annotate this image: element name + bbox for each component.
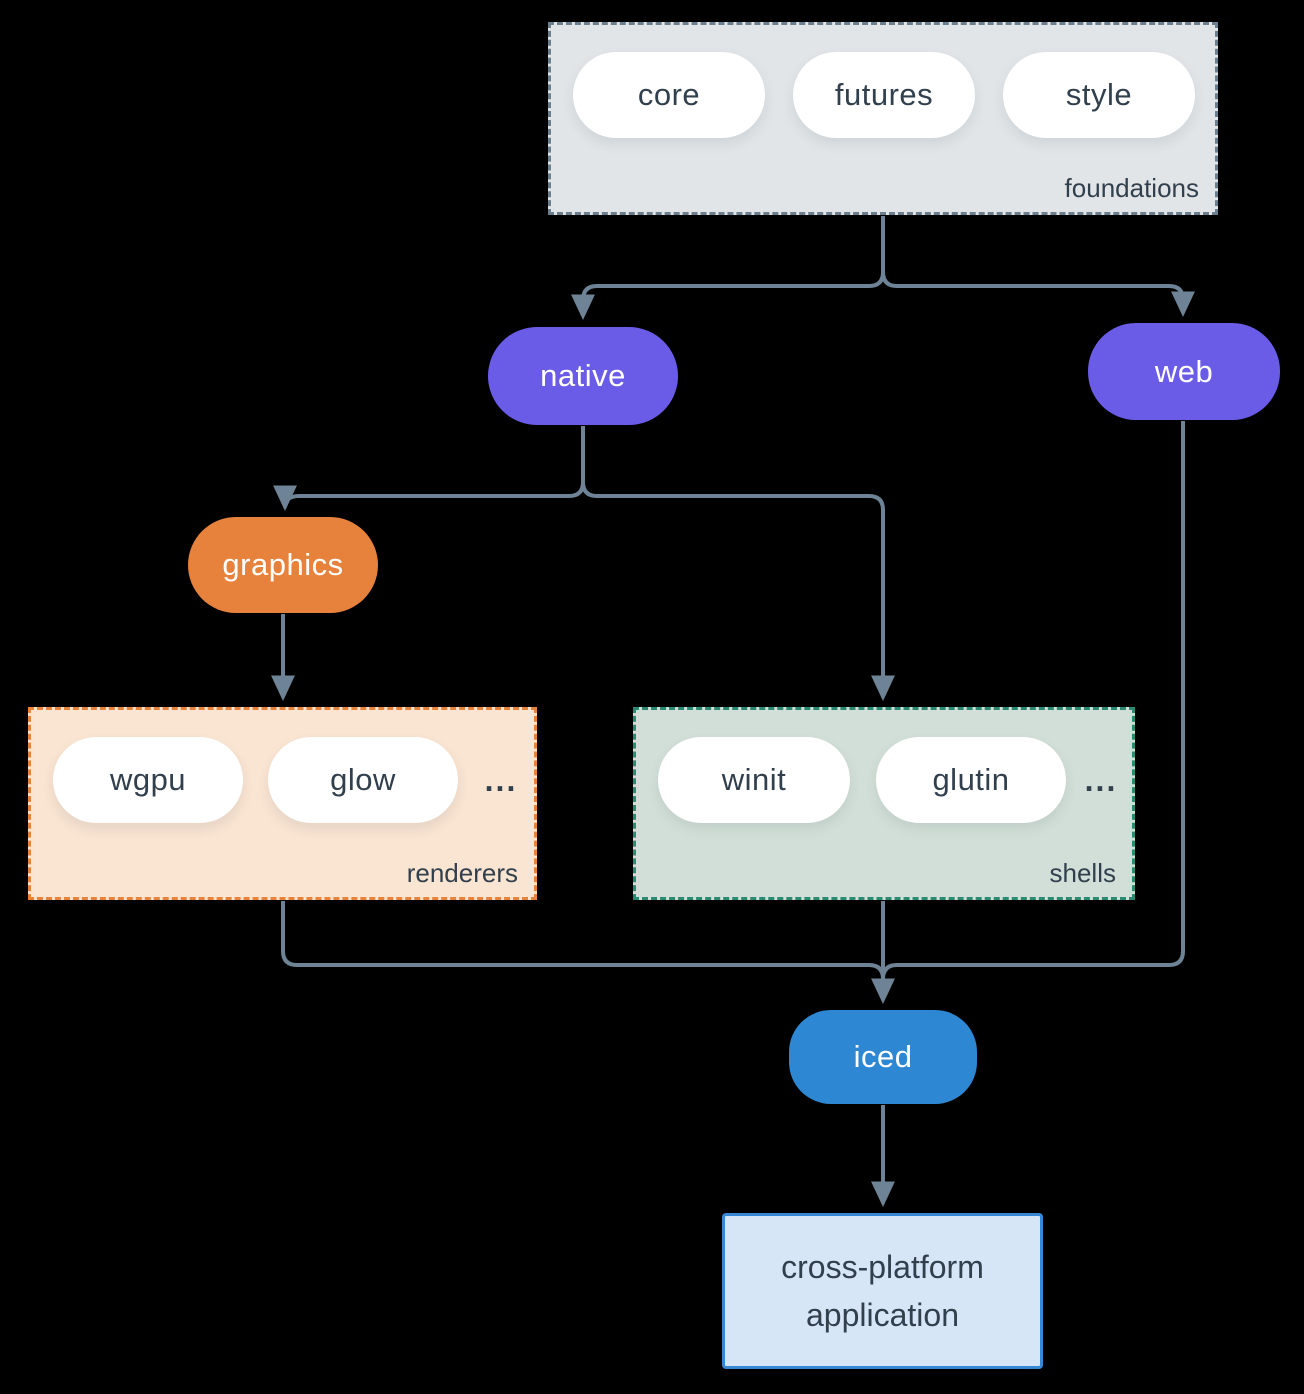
shells-group: winit glutin ... shells bbox=[633, 707, 1135, 900]
cross-platform-application-label: cross-platform application bbox=[781, 1249, 984, 1333]
node-style: style bbox=[1003, 52, 1195, 138]
node-glutin: glutin bbox=[876, 737, 1066, 823]
renderers-ellipsis: ... bbox=[484, 761, 518, 798]
renderers-group-label: renderers bbox=[406, 858, 518, 888]
node-iced: iced bbox=[789, 1010, 977, 1104]
node-wgpu: wgpu bbox=[53, 737, 243, 823]
node-graphics: graphics bbox=[188, 517, 378, 613]
shells-group-label: shells bbox=[1049, 858, 1116, 888]
node-futures: futures bbox=[793, 52, 975, 138]
node-winit: winit bbox=[658, 737, 850, 823]
node-core: core bbox=[573, 52, 765, 138]
shells-ellipsis: ... bbox=[1084, 761, 1118, 798]
node-web: web bbox=[1088, 323, 1280, 420]
renderers-group: wgpu glow ... renderers bbox=[28, 707, 537, 900]
node-glow: glow bbox=[268, 737, 458, 823]
foundations-group-label: foundations bbox=[1064, 173, 1199, 203]
node-native: native bbox=[488, 327, 678, 425]
cross-platform-application-box: cross-platform application bbox=[722, 1213, 1043, 1369]
foundations-group: core futures style foundations bbox=[548, 22, 1218, 215]
